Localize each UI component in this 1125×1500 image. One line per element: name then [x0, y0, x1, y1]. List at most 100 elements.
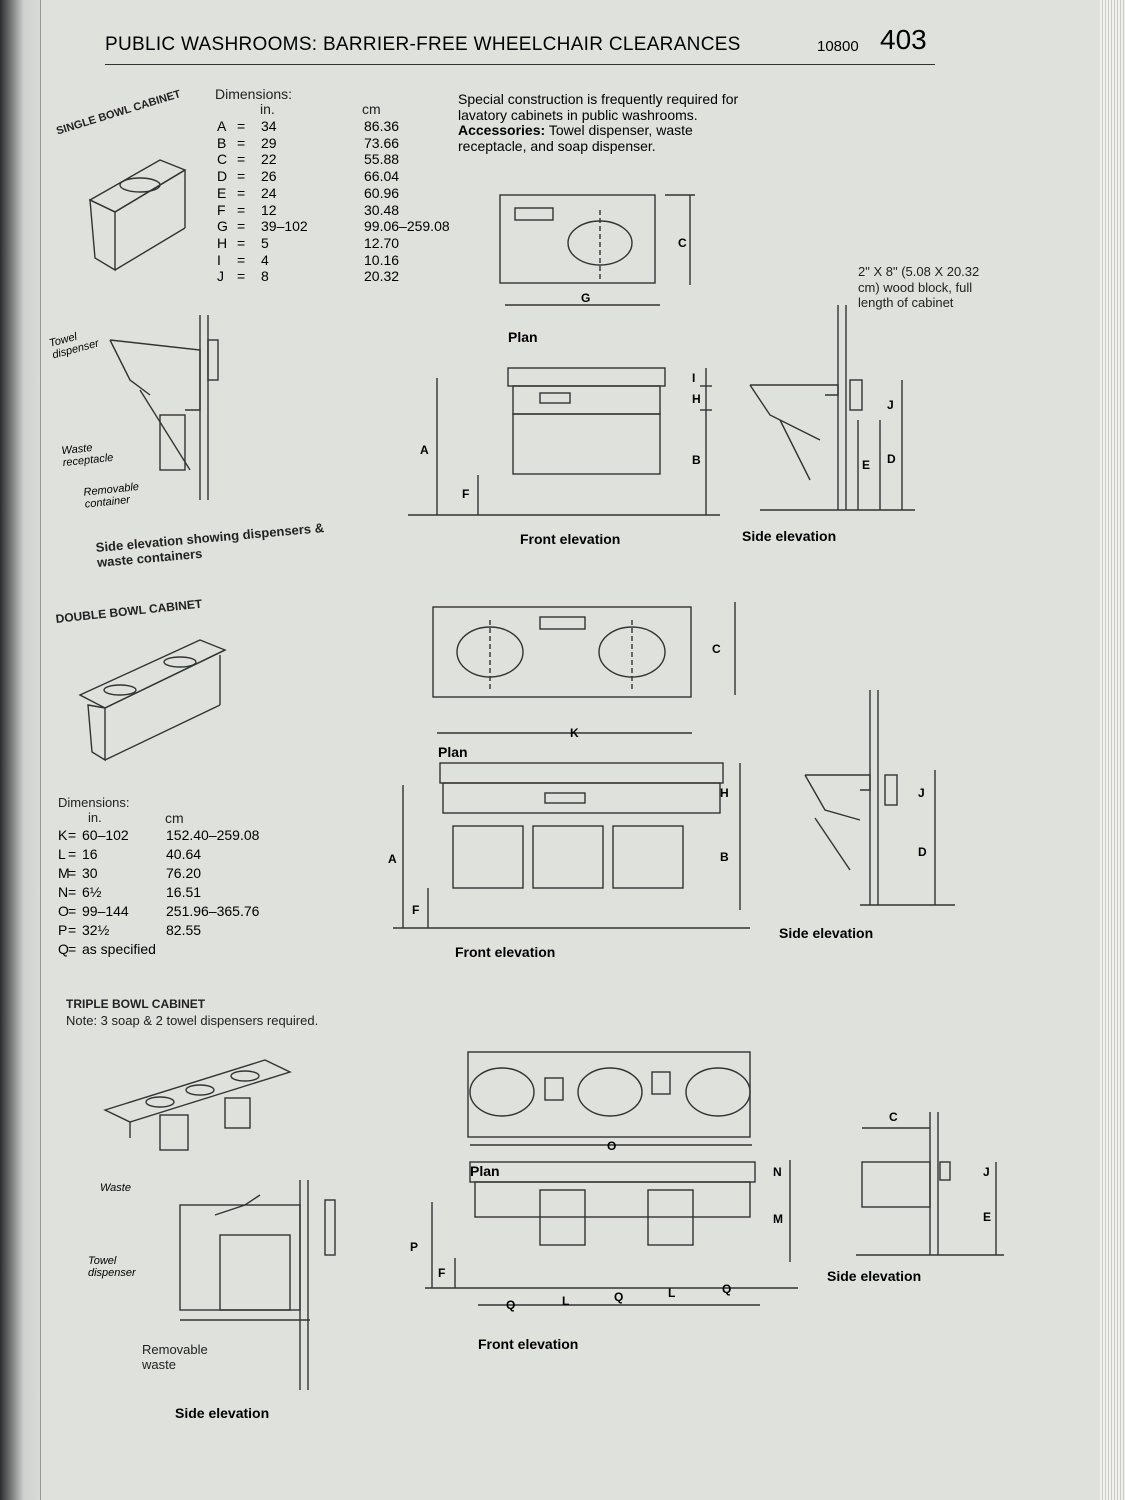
dim2-key: Q: [58, 941, 69, 957]
single-side-label: Side elevation: [742, 528, 837, 544]
dim1-key: G: [217, 218, 228, 235]
dim2-equals: =: [68, 922, 77, 938]
wood-block-note: 2" X 8" (5.08 X 20.32 cm) wood block, fu…: [858, 264, 980, 310]
triple-front-elevation: [425, 1160, 798, 1306]
dim2-col-cm: cm: [165, 810, 184, 826]
dim1-cm: 55.88: [364, 151, 400, 168]
dim-tag-m: M: [773, 1212, 783, 1226]
dimensions-title-2: Dimensions:: [58, 795, 130, 810]
dim1-equals: =: [237, 251, 246, 268]
dim2-key: M: [58, 865, 70, 881]
dim-tag-q-1: Q: [506, 1298, 516, 1312]
dim2-equals: =: [68, 865, 77, 881]
page-number: 403: [880, 24, 927, 55]
dim2-key: O: [58, 903, 69, 919]
triple-side-caption: Side elevation: [175, 1405, 270, 1421]
note-text: Special construction is frequently requi…: [458, 91, 739, 123]
removable-waste-label: Removable waste: [142, 1342, 208, 1372]
dimensions-title: Dimensions:: [215, 86, 293, 102]
dim2-equals: =: [68, 884, 77, 900]
dim2-equals: =: [68, 941, 77, 957]
dim-tag-l-1: L: [562, 1294, 570, 1308]
dim-tag-l-2: L: [668, 1286, 676, 1300]
dim2-equals: =: [68, 846, 77, 862]
dim-tag-g: G: [581, 291, 591, 305]
page-title: PUBLIC WASHROOMS: BARRIER-FREE WHEELCHAI…: [105, 34, 741, 55]
dim1-equals: =: [237, 184, 246, 201]
dim-tag-f-3: F: [438, 1266, 446, 1280]
dim-tag-a-2: A: [388, 852, 397, 866]
dim-tag-h-2: H: [720, 786, 729, 800]
dim-tag-c-3: C: [889, 1110, 898, 1124]
triple-side-elevation: [856, 1112, 1004, 1256]
book-page: [40, 0, 1101, 1500]
page-edges: [1100, 0, 1125, 1500]
dim-tag-n: N: [773, 1165, 782, 1179]
dim1-cm: 86.36: [364, 118, 400, 134]
dim1-key: E: [217, 184, 227, 201]
dim2-inches: as specified: [82, 941, 156, 957]
double-bowl-isometric: [78, 639, 227, 762]
single-front-label: Front elevation: [520, 531, 621, 547]
dim-tag-j-2: J: [918, 786, 925, 800]
dim1-inches: 4: [261, 251, 269, 268]
triple-front-label: Front elevation: [478, 1336, 579, 1352]
waste-label: Waste: [100, 1182, 131, 1194]
dim1-inches: 5: [261, 234, 269, 251]
dim2-inches: 99–144: [82, 903, 129, 919]
dim1-inches: 22: [261, 151, 277, 168]
dim1-cm: 10.16: [364, 251, 400, 268]
dim-tag-k: K: [570, 726, 579, 740]
page-header: PUBLIC WASHROOMS: BARRIER-FREE WHEELCHAI…: [105, 24, 935, 65]
triple-plan: [467, 1051, 752, 1146]
dim2-key: N: [58, 884, 69, 900]
dim2-cm: 152.40–259.08: [166, 827, 260, 843]
dim1-equals: =: [237, 268, 246, 285]
dim1-equals: =: [237, 151, 246, 168]
dim-tag-h: H: [692, 392, 701, 406]
double-plan: [432, 602, 736, 734]
dim2-inches: 16: [82, 846, 98, 862]
dim2-inches: 6½: [82, 884, 102, 900]
dim1-key: D: [217, 168, 228, 185]
double-side-elevation: [804, 690, 955, 906]
dim-tag-f-2: F: [412, 903, 420, 917]
dim1-equals: =: [237, 168, 246, 185]
single-front-elevation: [408, 367, 720, 516]
dim-col-in: in.: [260, 101, 275, 117]
dim1-cm: 60.96: [364, 184, 400, 201]
dim-tag-d-2: D: [918, 845, 927, 859]
dim2-equals: =: [68, 827, 77, 843]
triple-bowl-isometric: [103, 1059, 292, 1151]
dim1-equals: =: [237, 134, 246, 151]
single-plan-label: Plan: [508, 329, 538, 345]
accessories-text: Towel dispenser, waste receptacle, and s…: [458, 122, 693, 154]
dim-tag-j-3: J: [983, 1165, 990, 1179]
dim1-key: C: [217, 151, 228, 168]
dim2-key: L: [58, 846, 66, 862]
dim-tag-c-2: C: [712, 642, 721, 656]
dim-tag-b: B: [692, 453, 701, 467]
double-front-elevation: [393, 762, 750, 929]
dim2-key: K: [58, 827, 68, 843]
dim2-key: P: [58, 922, 68, 938]
double-front-label: Front elevation: [455, 944, 556, 960]
dim1-cm: 30.48: [364, 201, 400, 218]
dim-tag-o: O: [607, 1139, 617, 1153]
dim1-inches: 8: [261, 268, 269, 285]
dim2-cm: 82.55: [166, 922, 202, 938]
dim-tag-j: J: [887, 398, 894, 412]
dim-tag-d: D: [887, 452, 896, 466]
dim1-equals: =: [237, 234, 246, 251]
dim1-key: F: [217, 201, 226, 218]
dim-tag-q-2: Q: [614, 1290, 624, 1304]
dim1-key: H: [217, 234, 228, 251]
construction-note: Special construction is frequently requi…: [458, 91, 758, 154]
dim1-inches: 24: [261, 184, 277, 201]
dim2-cm: 76.20: [166, 865, 202, 881]
dim-tag-q-3: Q: [722, 1282, 732, 1296]
dim2-cm: 40.64: [166, 846, 202, 862]
dim1-cm: 66.04: [364, 168, 400, 185]
single-bowl-isometric: [88, 159, 187, 272]
